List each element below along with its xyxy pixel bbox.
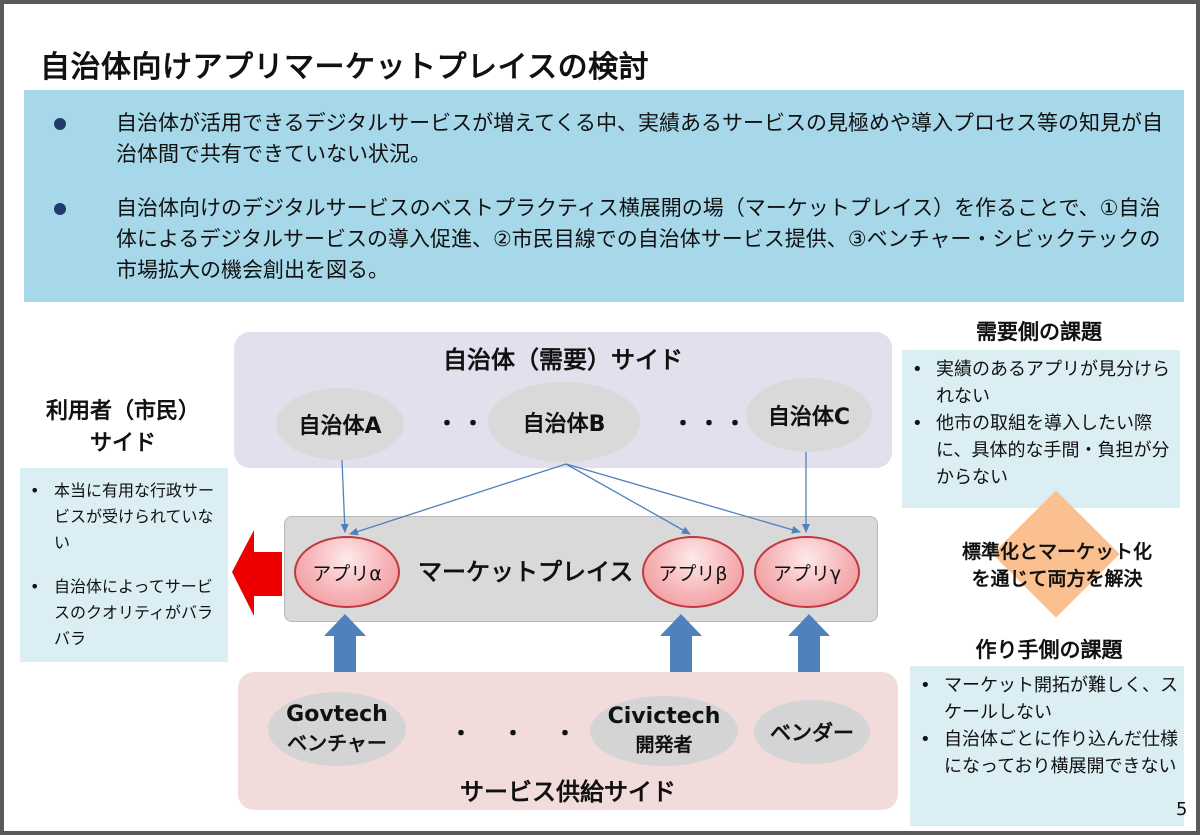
app-alpha-oval: アプリα — [294, 536, 400, 608]
resolution-line: 標準化とマーケット化 — [961, 541, 1152, 563]
left-red-arrow-icon — [232, 530, 282, 616]
page-title: 自治体向けアプリマーケットプレイスの検討 — [40, 50, 650, 85]
maker-issues-title: 作り手側の課題 — [975, 638, 1123, 662]
municipality-oval: 自治体A — [276, 388, 404, 460]
user-side-title-line: 利用者（市民） — [45, 399, 200, 424]
connector-arrow — [565, 463, 691, 535]
resolution-text: 標準化とマーケット化 を通じて両方を解決 — [934, 539, 1180, 593]
app-label: アプリγ — [772, 562, 842, 585]
provider-oval: ベンダー — [754, 700, 870, 764]
user-side-title: 利用者（市民） サイド — [18, 396, 228, 460]
bullet-dot-icon — [54, 118, 66, 130]
summary-bullet: 自治体向けのデジタルサービスのベストプラクティス横展開の場（マーケットプレイス）… — [54, 193, 1164, 286]
bullet-dot-icon — [54, 203, 66, 215]
user-issue-item: 本当に有用な行政サービスが受けられていない — [20, 478, 228, 556]
user-issues-panel: 本当に有用な行政サービスが受けられていない 自治体によってサービスのクオリティが… — [20, 468, 228, 662]
supply-side-label: サービス供給サイド — [460, 778, 676, 806]
municipality-label: 自治体A — [298, 414, 382, 439]
provider-oval: Civictech 開発者 — [590, 696, 738, 766]
ellipsis: ・ ・ ・ — [450, 722, 581, 747]
marketplace-label: マーケットプレイス — [418, 558, 634, 586]
municipality-label: 自治体C — [767, 405, 851, 430]
provider-oval: Govtech ベンチャー — [268, 692, 406, 766]
demand-issue-item: 他市の取組を導入したい際に、具体的な手間・負担が分からない — [902, 410, 1180, 491]
app-gamma-oval: アプリγ — [754, 536, 860, 608]
resolution-line: を通じて両方を解決 — [971, 568, 1143, 590]
demand-issue-item: 実績のあるアプリが見分けられない — [902, 356, 1180, 410]
municipality-oval: 自治体C — [746, 378, 872, 452]
demand-issues-panel: 実績のあるアプリが見分けられない 他市の取組を導入したい際に、具体的な手間・負担… — [902, 350, 1180, 508]
connector-arrow — [340, 459, 349, 533]
app-label: アプリβ — [658, 562, 728, 585]
ellipsis: ・・・ — [672, 412, 751, 437]
user-issue-item: 自治体によってサービスのクオリティがバラバラ — [20, 574, 228, 652]
provider-label: 開発者 — [635, 734, 693, 756]
app-beta-oval: アプリβ — [642, 536, 744, 608]
maker-issue-item: 自治体ごとに作り込んだ仕様になっており横展開できない — [910, 726, 1184, 780]
summary-bullet: 自治体が活用できるデジタルサービスが増えてくる中、実績あるサービスの見極めや導入… — [54, 108, 1164, 170]
summary-bullet-text: 自治体が活用できるデジタルサービスが増えてくる中、実績あるサービスの見極めや導入… — [116, 111, 1164, 166]
maker-issues-panel: マーケット開拓が難しく、スケールしない 自治体ごとに作り込んだ仕様になっており横… — [910, 666, 1184, 826]
slide: 自治体向けアプリマーケットプレイスの検討 自治体が活用できるデジタルサービスが増… — [4, 4, 1196, 831]
provider-label: Govtech — [286, 702, 388, 727]
municipality-label: 自治体B — [522, 412, 606, 437]
page-number: 5 — [1176, 799, 1188, 820]
maker-issue-item: マーケット開拓が難しく、スケールしない — [910, 672, 1184, 726]
demand-side-label: 自治体（需要）サイド — [443, 346, 683, 374]
connector-arrow — [349, 463, 567, 536]
demand-issues-title: 需要側の課題 — [976, 320, 1102, 344]
provider-label: ベンダー — [770, 721, 854, 745]
summary-box: 自治体が活用できるデジタルサービスが増えてくる中、実績あるサービスの見極めや導入… — [24, 90, 1184, 302]
connector-arrow — [565, 463, 801, 534]
user-side-title-line: サイド — [89, 431, 156, 456]
provider-label: Civictech — [607, 704, 721, 729]
municipality-oval: 自治体B — [488, 382, 640, 462]
summary-bullet-text: 自治体向けのデジタルサービスのベストプラクティス横展開の場（マーケットプレイス）… — [116, 196, 1161, 282]
app-label: アプリα — [312, 562, 382, 585]
provider-label: ベンチャー — [287, 731, 387, 755]
